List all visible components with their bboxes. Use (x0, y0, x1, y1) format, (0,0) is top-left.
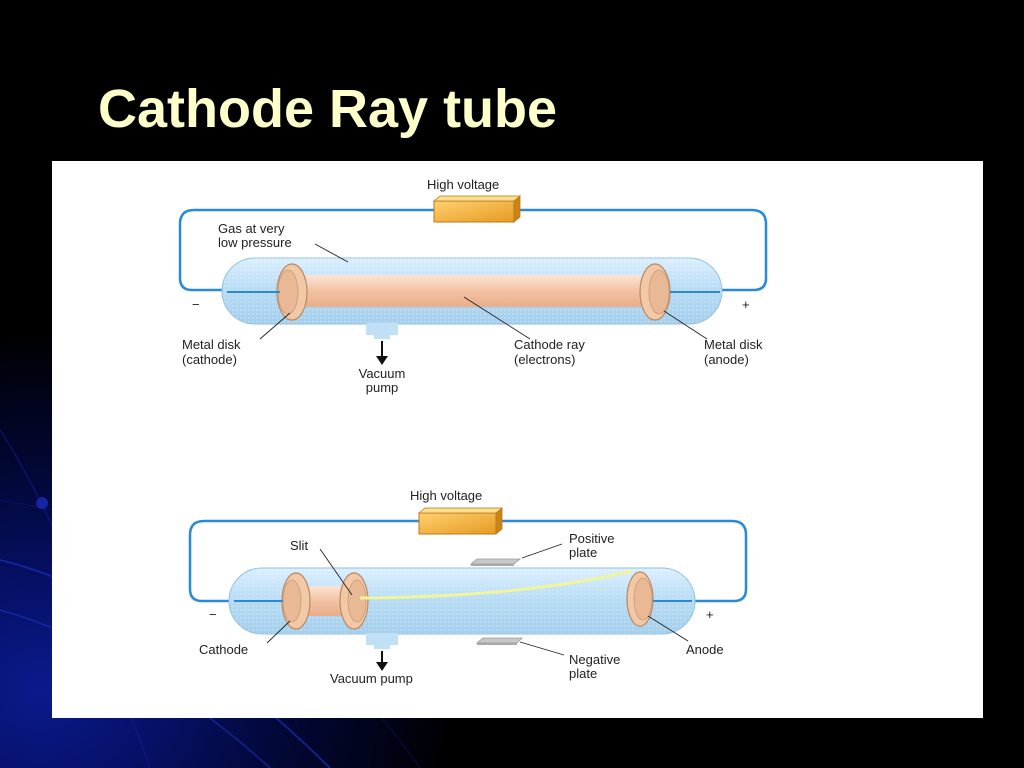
top-high-voltage-battery (432, 195, 522, 223)
top-diagram: High voltage Gas at very low pressure − … (178, 177, 768, 395)
bottom-diagram: High voltage Slit Positive plate − + Cat… (188, 488, 748, 686)
positive-plate (469, 558, 522, 566)
top-cathode-disk (276, 263, 308, 321)
top-circuit-wire (178, 208, 768, 292)
negative-plate-label-line2: plate (569, 666, 597, 681)
slide-title: Cathode Ray tube (98, 79, 558, 139)
bottom-cathode-label: Cathode (199, 642, 248, 657)
positive-plate-label-line1: Positive (569, 531, 615, 546)
bottom-cathode-disk (281, 572, 311, 630)
bottom-anode-label: Anode (686, 642, 724, 657)
top-cathode-label-line2: (cathode) (182, 352, 237, 367)
negative-plate-label-line1: Negative (569, 652, 620, 667)
slit-disk (339, 572, 369, 630)
top-anode-label-line2: (anode) (704, 352, 749, 367)
bottom-minus-sign: − (209, 607, 217, 622)
top-cathode-label-line1: Metal disk (182, 337, 241, 352)
deflected-electron-beam (359, 569, 633, 600)
top-cathode-ray-label-line1: Cathode ray (514, 337, 585, 352)
top-anode-disk (639, 263, 671, 321)
negative-plate (475, 637, 523, 645)
bottom-anode-disk (626, 571, 654, 627)
cathode-ray-tube-diagram: High voltage Gas at very low pressure − … (178, 177, 768, 686)
top-high-voltage-label: High voltage (427, 177, 499, 192)
bottom-circuit-wire (188, 519, 748, 603)
bottom-vacuum-pump-arrow (376, 651, 388, 671)
diagram-panel: High voltage Gas at very low pressure − … (52, 161, 983, 718)
top-gas-label-line2: low pressure (218, 235, 292, 250)
top-cathode-ray-beam (290, 275, 650, 307)
top-vacuum-pump-arrow (376, 341, 388, 365)
bottom-high-voltage-battery (417, 507, 504, 535)
top-plus-sign: + (742, 297, 750, 312)
top-gas-label-line1: Gas at very (218, 221, 285, 236)
positive-plate-label-line2: plate (569, 545, 597, 560)
bottom-plus-sign: + (706, 607, 714, 622)
top-vacuum-pump-label-line2: pump (366, 380, 399, 395)
top-cathode-ray-label-line2: (electrons) (514, 352, 575, 367)
top-anode-label-line1: Metal disk (704, 337, 763, 352)
top-glass-tube (221, 257, 723, 339)
bottom-vacuum-pump-label: Vacuum pump (330, 671, 413, 686)
bottom-high-voltage-label: High voltage (410, 488, 482, 503)
slit-label: Slit (290, 538, 308, 553)
top-minus-sign: − (192, 297, 200, 312)
top-vacuum-pump-label-line1: Vacuum (359, 366, 406, 381)
